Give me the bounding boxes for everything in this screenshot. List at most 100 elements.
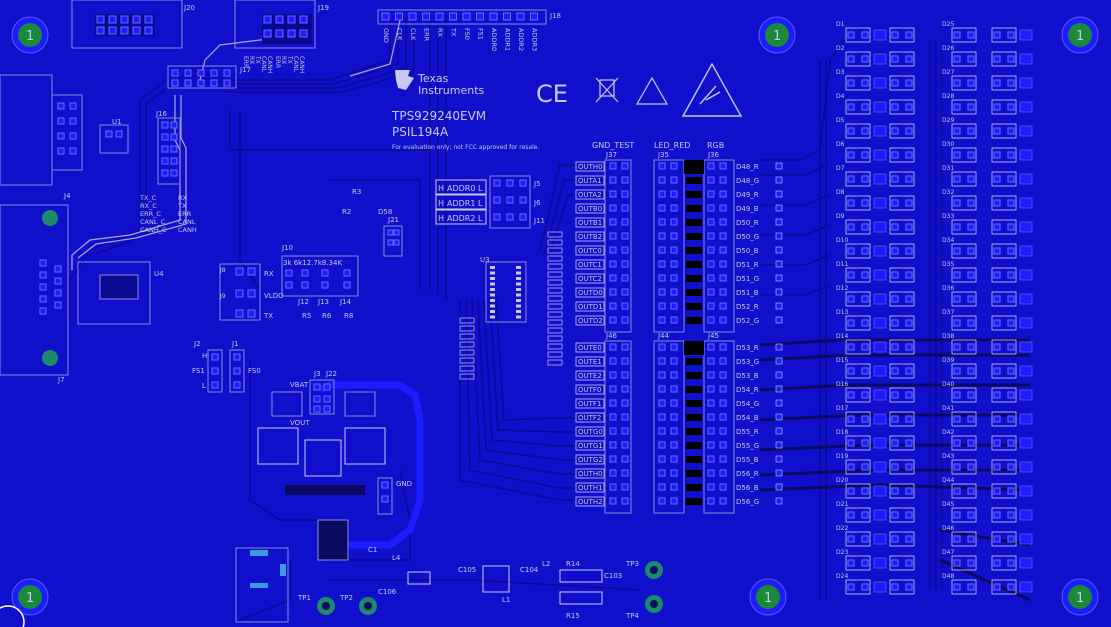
led-pad [993, 511, 1001, 519]
output-label-box [575, 384, 605, 395]
header-pin [658, 371, 666, 379]
header-pin [670, 371, 678, 379]
header-pin [670, 274, 678, 282]
shunt-jumper [686, 414, 702, 421]
hot-surface-icon [635, 76, 669, 105]
led-footprint [845, 435, 871, 451]
output-label-box [575, 287, 605, 298]
led-ref: D21 [836, 501, 848, 508]
led-pad [993, 79, 1001, 87]
j16-signal-label: TX [177, 202, 187, 210]
capacitor-footprint [459, 333, 475, 340]
capacitor-footprint [547, 239, 563, 246]
header-ref: J35 [657, 151, 669, 159]
mounting-hole-label: 1 [1076, 591, 1084, 606]
via-pad [775, 357, 783, 365]
output-label: OUTG2 [578, 456, 603, 464]
resistor-footprint [1019, 101, 1033, 113]
led-pad [1007, 343, 1015, 351]
resistor-footprint [1019, 485, 1033, 497]
mounting-hole: 1 [11, 578, 49, 616]
led-pad [891, 343, 899, 351]
header-ref: J44 [657, 332, 670, 340]
led-pad [993, 127, 1001, 135]
resistor-values: 3k 6k12.7k8.34K [283, 259, 342, 267]
addr-low-label: L [478, 214, 483, 223]
led-pad [953, 127, 961, 135]
led-pad [891, 415, 899, 423]
led-pad [891, 535, 899, 543]
via-pad [775, 162, 783, 170]
header-pin [609, 190, 617, 198]
resistor-footprint [873, 557, 887, 569]
led-footprint [845, 195, 871, 211]
led-pad [967, 439, 975, 447]
led-ref: D34 [942, 237, 954, 244]
led-footprint [845, 411, 871, 427]
led-ref: D10 [836, 237, 848, 244]
led-pad [847, 439, 855, 447]
led-footprint [991, 27, 1017, 43]
led-pad [953, 55, 961, 63]
capacitor-footprint [459, 349, 475, 356]
led-ref: D20 [836, 477, 848, 484]
ic-pin [490, 271, 495, 275]
led-pad [953, 391, 961, 399]
led-footprint [951, 411, 977, 427]
shunt-jumper [686, 219, 702, 226]
j16-signal-label: RX_C [140, 202, 157, 210]
capacitor-ref: C105 [458, 566, 476, 574]
j17-signal-label: ERR [242, 56, 249, 68]
test-point-ref: TP1 [297, 594, 311, 602]
led-pad [953, 439, 961, 447]
led-footprint [889, 459, 915, 475]
ic-pin [516, 282, 521, 286]
led-pad [861, 79, 869, 87]
led-pad [905, 511, 913, 519]
header-outline [653, 340, 685, 514]
column-header-gnd-test: GND_TEST [592, 141, 634, 150]
rgb-channel-label: D50_B [736, 247, 759, 255]
header-pin [707, 302, 715, 310]
led-footprint [951, 267, 977, 283]
inductor-ref: L1 [502, 596, 510, 604]
led-pad [1007, 463, 1015, 471]
resistor-ref: R2 [342, 208, 351, 216]
j18-pin-pad [530, 12, 538, 21]
capacitor-footprint [547, 263, 563, 270]
header-pin [707, 413, 715, 421]
led-pad [891, 463, 899, 471]
resistor-ref: R5 [302, 312, 311, 320]
led-pad [891, 319, 899, 327]
led-pad [993, 367, 1001, 375]
resistor-footprint [873, 29, 887, 41]
ic-pin [490, 293, 495, 297]
resistor-footprint [873, 461, 887, 473]
header-pin [621, 316, 629, 324]
header-pin [621, 357, 629, 365]
led-pad [993, 175, 1001, 183]
addr-high-label: H [438, 199, 444, 208]
header-pin [719, 246, 727, 254]
jumper-ref: J12 [297, 298, 309, 306]
header-pin [719, 371, 727, 379]
led-ref: D37 [942, 309, 954, 316]
led-pad [905, 175, 913, 183]
header-pin [658, 385, 666, 393]
rgb-channel-label: D51_B [736, 289, 759, 297]
ic-pin [516, 315, 521, 319]
ic-u1: U1 [99, 118, 129, 154]
led-ref: D19 [836, 453, 848, 460]
led-ref: D32 [942, 189, 954, 196]
led-pad [891, 367, 899, 375]
output-label: OUTD0 [578, 289, 603, 297]
led-footprint [889, 555, 915, 571]
signal-label: RX [264, 270, 274, 278]
header-pin [658, 497, 666, 505]
level-label: H [202, 352, 207, 360]
led-pad [1007, 175, 1015, 183]
